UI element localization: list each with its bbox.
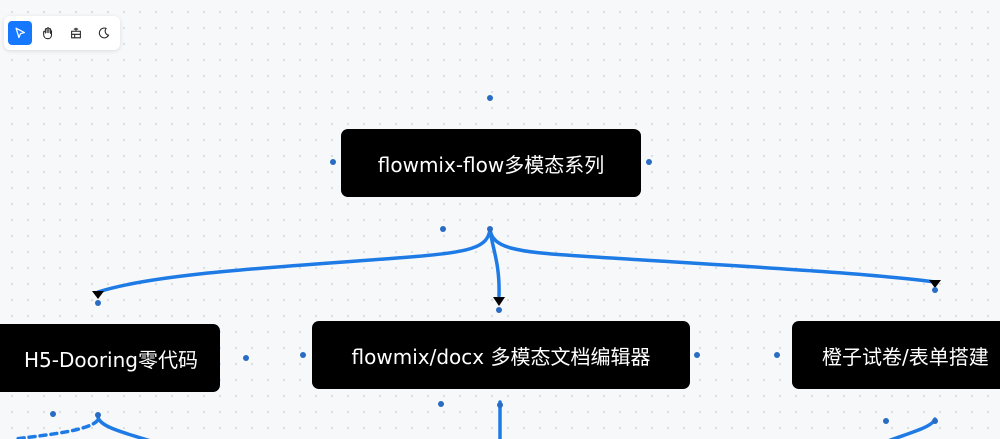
node-label: flowmix/docx 多模态文档编辑器	[351, 344, 651, 369]
handle-h5-right[interactable]	[243, 355, 249, 361]
node-h5-dooring[interactable]: H5-Dooring零代码	[0, 324, 220, 392]
handle-orange-top[interactable]	[932, 287, 938, 293]
handle-orange-left[interactable]	[774, 352, 780, 358]
node-label: 橙子试卷/表单搭建	[822, 344, 989, 369]
handle-docx-left[interactable]	[300, 352, 306, 358]
frame-tool-button[interactable]	[64, 21, 88, 45]
node-label: flowmix-flow多模态系列	[377, 152, 605, 177]
handle-root-left[interactable]	[330, 159, 336, 165]
moon-icon	[98, 27, 110, 39]
handle-root-top[interactable]	[487, 95, 493, 101]
handle-root-bottom[interactable]	[487, 226, 493, 232]
handle-docx-top[interactable]	[496, 307, 502, 313]
hand-tool-button[interactable]	[36, 21, 60, 45]
handle-root-right[interactable]	[646, 159, 652, 165]
select-tool-button[interactable]	[8, 21, 32, 45]
hand-icon	[43, 27, 53, 40]
node-orange-form[interactable]: 橙子试卷/表单搭建	[792, 321, 1000, 389]
arrow-orange-icon	[929, 280, 941, 288]
theme-toggle-button[interactable]	[92, 21, 116, 45]
handle-docx-right[interactable]	[694, 352, 700, 358]
handle-docx-bottom-left[interactable]	[438, 401, 444, 407]
node-flowmix-docx[interactable]: flowmix/docx 多模态文档编辑器	[312, 321, 690, 389]
edge-root-to-orange[interactable]	[488, 227, 937, 284]
node-label: H5-Dooring零代码	[23, 347, 198, 372]
arrow-docx-icon	[493, 297, 505, 306]
handle-orange-bottom-left[interactable]	[883, 418, 889, 424]
arrow-h5-icon	[92, 291, 104, 299]
node-flowmix-flow[interactable]: flowmix-flow多模态系列	[341, 129, 641, 197]
handle-docx-bottom[interactable]	[497, 402, 503, 408]
handle-h5-bottom[interactable]	[95, 412, 101, 418]
frame-icon	[71, 27, 81, 39]
edge-h5-down-left[interactable]	[13, 418, 100, 439]
handle-root-bottom-left[interactable]	[440, 226, 446, 232]
handle-h5-bottom-left[interactable]	[50, 411, 56, 417]
cursor-arrow-icon	[15, 27, 25, 39]
handle-orange-bottom[interactable]	[932, 418, 938, 424]
canvas-toolbar	[4, 16, 120, 50]
handle-h5-top[interactable]	[95, 300, 101, 306]
edge-h5-down-right[interactable]	[96, 415, 160, 439]
edge-root-to-h5[interactable]	[96, 227, 492, 294]
